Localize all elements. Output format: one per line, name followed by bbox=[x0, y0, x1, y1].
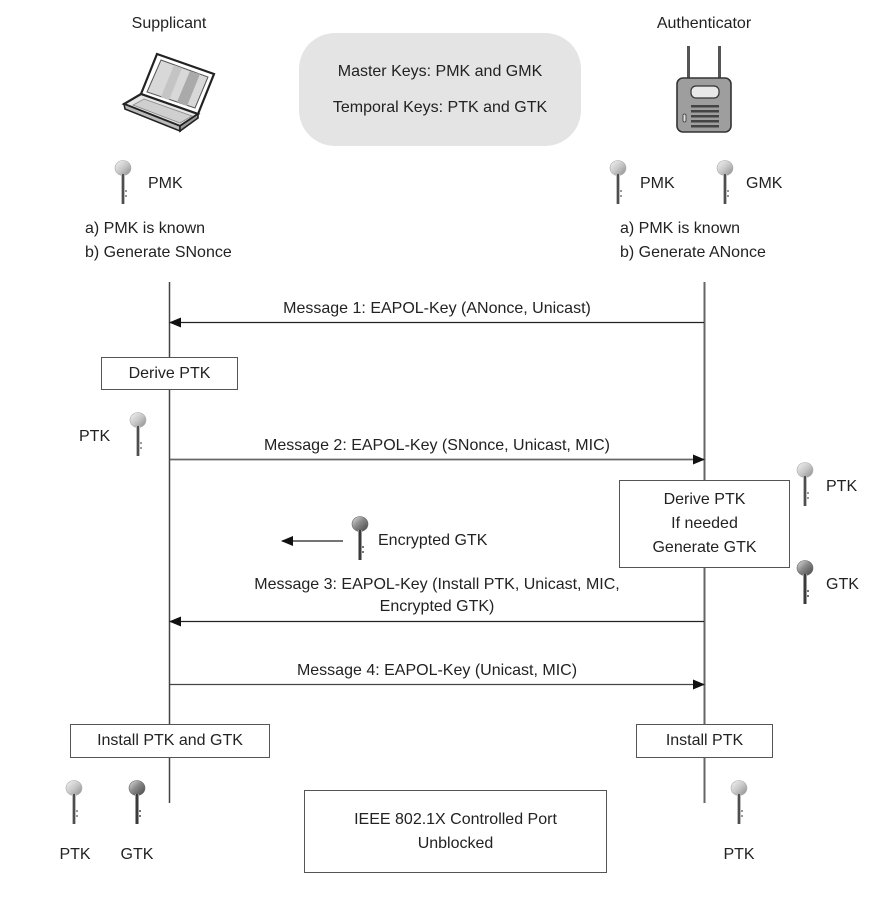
message-3-label-line1: Message 3: EAPOL-Key (Install PTK, Unica… bbox=[254, 576, 620, 593]
final-supplicant-ptk-label: PTK bbox=[59, 846, 91, 863]
key-legend: Master Keys: PMK and GMK Temporal Keys: … bbox=[299, 33, 581, 146]
authenticator-gmk-label: GMK bbox=[746, 175, 783, 192]
message-3-label-line2: Encrypted GTK) bbox=[379, 598, 495, 615]
authenticator-label: Authenticator bbox=[656, 15, 752, 32]
message-2-label: Message 2: EAPOL-Key (SNonce, Unicast, M… bbox=[264, 437, 610, 454]
supplicant-label: Supplicant bbox=[131, 15, 207, 32]
supplicant-install-box: Install PTK and GTK bbox=[70, 724, 270, 758]
authenticator-note-a: a) PMK is known bbox=[620, 220, 741, 237]
encrypted-gtk-key-icon bbox=[351, 516, 369, 561]
supplicant-install-text: Install PTK and GTK bbox=[97, 732, 243, 749]
legend-master-keys: Master Keys: PMK and GMK bbox=[337, 62, 543, 80]
authenticator-note-b: b) Generate ANonce bbox=[620, 244, 766, 261]
authenticator-ptk-label: PTK bbox=[826, 478, 858, 495]
final-supplicant-gtk-label: GTK bbox=[120, 846, 154, 863]
supplicant-note-a: a) PMK is known bbox=[85, 220, 206, 237]
authenticator-gtk-key-icon bbox=[796, 560, 814, 605]
final-supplicant-ptk-key-icon bbox=[65, 780, 83, 825]
final-authenticator-ptk-label: PTK bbox=[723, 846, 755, 863]
final-supplicant-gtk-key-icon bbox=[128, 780, 146, 825]
port-status-line1: IEEE 802.1X Controlled Port bbox=[354, 810, 557, 828]
message-4-label: Message 4: EAPOL-Key (Unicast, MIC) bbox=[296, 662, 578, 679]
message-1-label: Message 1: EAPOL-Key (ANonce, Unicast) bbox=[283, 300, 591, 317]
authenticator-derive-box: Derive PTK If needed Generate GTK bbox=[619, 480, 790, 568]
supplicant-ptk-key-icon bbox=[129, 412, 147, 457]
authenticator-ptk-key-icon bbox=[796, 462, 814, 507]
authenticator-install-box: Install PTK bbox=[636, 724, 773, 758]
laptop-icon bbox=[121, 52, 216, 133]
port-status-box: IEEE 802.1X Controlled Port Unblocked bbox=[304, 790, 607, 873]
authenticator-pmk-label: PMK bbox=[640, 175, 675, 192]
authenticator-install-text: Install PTK bbox=[665, 732, 744, 749]
supplicant-pmk-label: PMK bbox=[148, 175, 183, 192]
access-point-icon bbox=[676, 46, 732, 133]
encrypted-gtk-label: Encrypted GTK bbox=[378, 532, 488, 549]
authenticator-gtk-label: GTK bbox=[826, 576, 859, 593]
legend-temporal-keys: Temporal Keys: PTK and GTK bbox=[332, 98, 548, 116]
port-status-line2: Unblocked bbox=[417, 834, 494, 852]
authenticator-pmk-key-icon bbox=[609, 160, 627, 205]
supplicant-note-b: b) Generate SNonce bbox=[85, 244, 232, 261]
authenticator-derive-line1: Derive PTK bbox=[663, 491, 746, 508]
supplicant-derive-ptk-box: Derive PTK bbox=[101, 357, 238, 390]
authenticator-gmk-key-icon bbox=[716, 160, 734, 205]
supplicant-ptk-label: PTK bbox=[79, 428, 111, 445]
supplicant-derive-ptk-text: Derive PTK bbox=[128, 364, 211, 382]
authenticator-derive-line2: If needed bbox=[671, 515, 738, 532]
final-authenticator-ptk-key-icon bbox=[730, 780, 748, 825]
supplicant-pmk-key-icon bbox=[114, 160, 132, 205]
authenticator-derive-line3: Generate GTK bbox=[652, 539, 757, 556]
